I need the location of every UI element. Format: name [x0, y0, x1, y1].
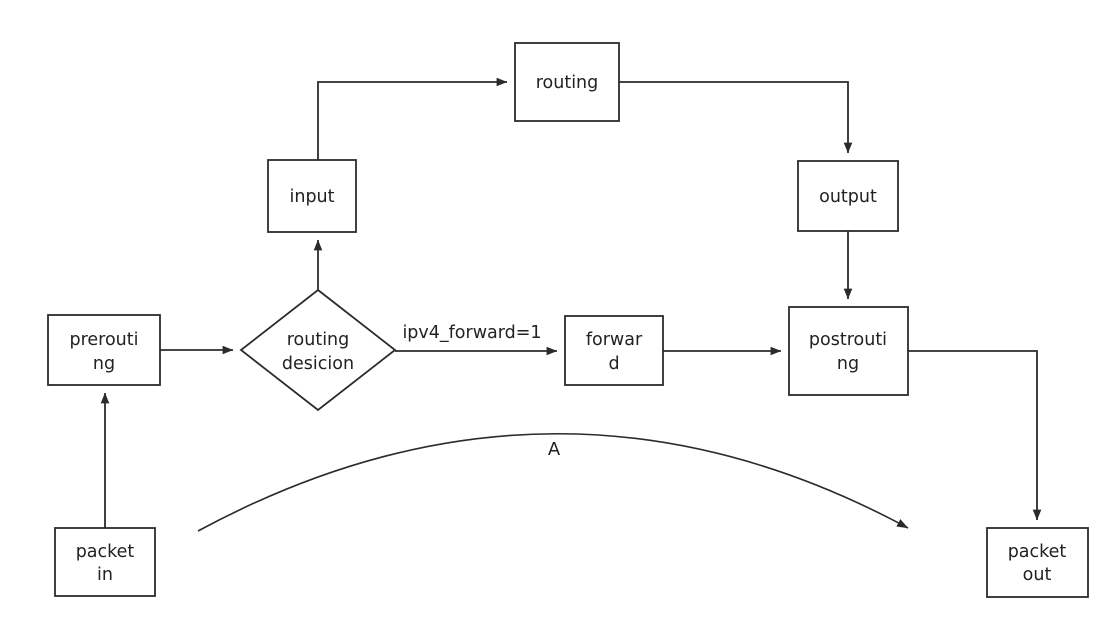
edge-arc-a [197, 432, 909, 532]
prerouting-box[interactable] [47, 314, 161, 386]
output-box[interactable] [797, 160, 899, 232]
node-input[interactable]: input [267, 159, 357, 233]
routing-decision-label-line2: desicion [282, 354, 354, 374]
packet-out-label-line2: out [1023, 565, 1052, 585]
routing-decision-label-line1: routing [287, 330, 350, 350]
packet-out-label-line1: packet [1008, 542, 1067, 562]
postrouting-label-line2: ng [837, 354, 859, 374]
arc-label-a: A [548, 439, 561, 460]
node-postrouting[interactable]: postrouti ng [788, 306, 909, 396]
prerouting-label-line2: ng [93, 354, 115, 374]
prerouting-label-line1: prerouti [69, 330, 138, 350]
input-box[interactable] [267, 159, 357, 233]
forward-label-line2: d [608, 354, 619, 374]
routing-label-line1: routing [536, 73, 599, 93]
postrouting-label-line1: postrouti [809, 330, 887, 350]
packet-in-box[interactable] [54, 527, 156, 597]
forward-label-line1: forwar [586, 330, 643, 350]
packet-in-label-line1: packet [76, 542, 135, 562]
forward-box[interactable] [564, 315, 664, 386]
node-forward[interactable]: forwar d [564, 315, 664, 386]
edge-postrouting-to-packet-out [908, 350, 1042, 521]
routing-box[interactable] [514, 42, 620, 122]
output-label-line1: output [819, 187, 877, 207]
packet-out-box[interactable] [986, 527, 1089, 598]
node-routing-decision[interactable]: routing desicion [239, 288, 397, 412]
node-packet-in[interactable]: packet in [54, 527, 156, 597]
node-packet-out[interactable]: packet out [986, 527, 1089, 598]
input-label-line1: input [289, 187, 334, 207]
edge-label-ipv4-forward: ipv4_forward=1 [402, 323, 541, 343]
postrouting-box[interactable] [788, 306, 909, 396]
edge-input-to-routing [317, 77, 508, 160]
node-routing[interactable]: routing [514, 42, 620, 122]
routing-decision-diamond[interactable] [239, 288, 397, 412]
packet-in-label-line2: in [97, 565, 113, 585]
edge-routing-to-output [619, 81, 853, 154]
node-prerouting[interactable]: prerouti ng [47, 314, 161, 386]
node-output[interactable]: output [797, 160, 899, 232]
